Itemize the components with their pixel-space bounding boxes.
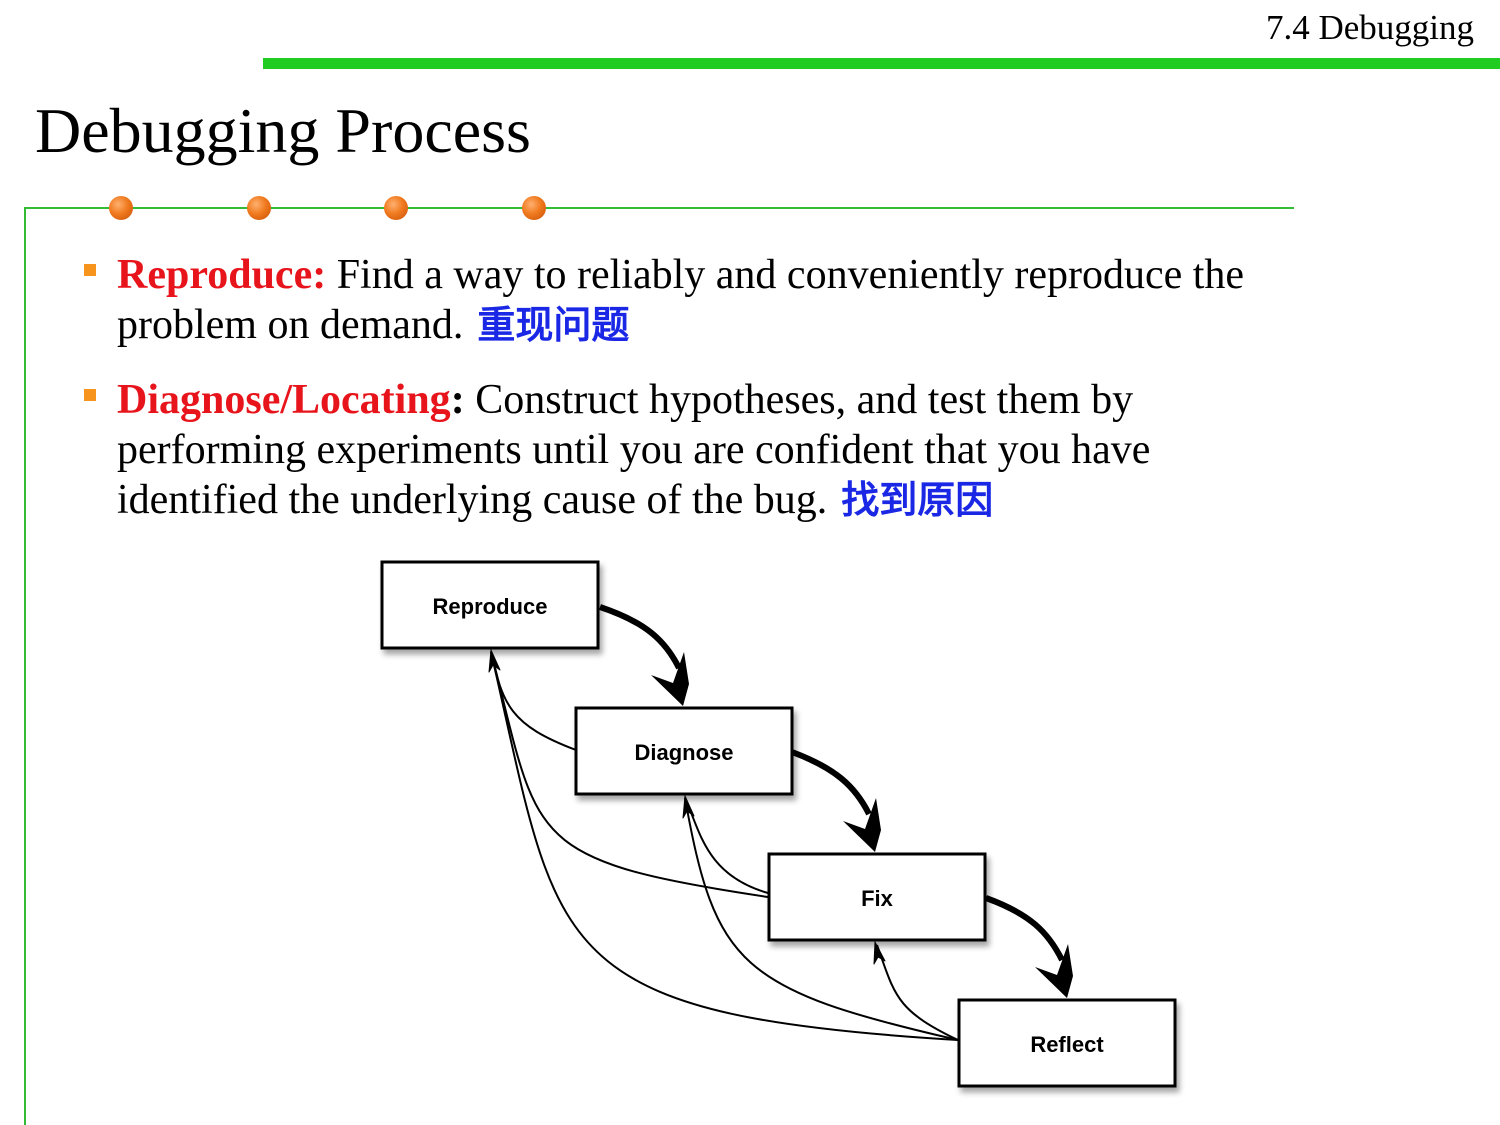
edge-diagnose-to-fix [790, 749, 872, 816]
edge-fix-to-reflect [984, 895, 1065, 962]
edge-reflect-to-diagnose [684, 797, 959, 1041]
arrowhead-diagnose [682, 795, 695, 819]
edge-fix-to-reproduce [490, 651, 769, 898]
bullet-text: Find a way to reliably and conveniently … [117, 252, 1245, 348]
arrowhead-fix [873, 941, 886, 965]
node-reproduce: Reproduce [380, 560, 600, 650]
edge-reflect-to-fix [876, 944, 959, 1041]
bullet-term: Reproduce: [117, 252, 327, 298]
node-label: Diagnose [634, 740, 733, 765]
bullet-square-icon [84, 264, 96, 276]
node-label: Fix [861, 886, 894, 911]
arrowhead-reproduce [488, 649, 501, 673]
page-title: Debugging Process [35, 95, 531, 166]
edge-fix-to-diagnose [684, 797, 769, 894]
arrowhead-fix-bold [843, 798, 881, 852]
node-reflect: Reflect [957, 998, 1177, 1088]
edge-reflect-to-reproduce [490, 651, 959, 1041]
bullet-reproduce: Reproduce: Find a way to reliably and co… [84, 250, 1357, 350]
edge-reproduce-to-diagnose [599, 604, 682, 670]
divider-dot-icon [109, 196, 133, 220]
bullet-term: Diagnose/Locating [117, 377, 451, 423]
content-border-line [24, 207, 26, 1125]
arrowhead-reflect-bold [1035, 944, 1073, 998]
bullet-square-icon [84, 389, 96, 401]
title-divider [24, 207, 1294, 209]
forward-arrowheads [651, 652, 1073, 998]
section-label: 7.4 Debugging [1265, 8, 1474, 47]
divider-dot-icon [247, 196, 271, 220]
arrowhead-diagnose-bold [651, 652, 689, 706]
divider-dot-icon [384, 196, 408, 220]
node-label: Reproduce [433, 594, 548, 619]
bullet-text: Construct hypotheses, and test them by p… [117, 377, 1151, 523]
bullet-colon: : [450, 377, 465, 423]
node-label: Reflect [1030, 1032, 1104, 1057]
header-accent-bar [263, 58, 1500, 69]
bullet-chinese-note: 找到原因 [841, 478, 994, 522]
bullet-diagnose: Diagnose/Locating: Construct hypotheses,… [84, 375, 1277, 525]
node-diagnose: Diagnose [574, 706, 794, 796]
bullet-chinese-note: 重现问题 [477, 303, 630, 347]
node-fix: Fix [767, 852, 987, 942]
divider-dot-icon [522, 196, 546, 220]
